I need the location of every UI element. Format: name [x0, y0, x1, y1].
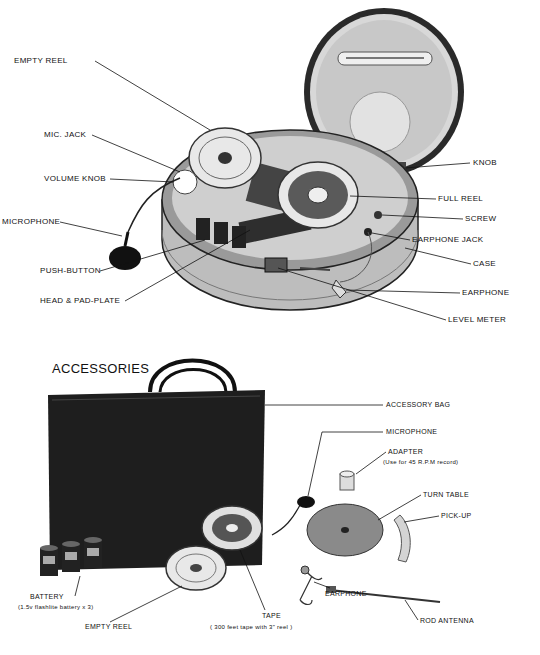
part-label: (1.5v flashlite battery x 3) [18, 604, 93, 610]
part-label: TAPE [262, 612, 281, 619]
leader-lines [60, 61, 471, 320]
part-label: MICROPHONE [2, 218, 60, 226]
part-label: CASE [473, 260, 496, 268]
tape-reels [173, 128, 358, 228]
part-label: VOLUME KNOB [44, 175, 106, 183]
part-label: PUSH-BUTTON [40, 267, 101, 275]
part-label: HEAD & PAD-PLATE [40, 297, 120, 305]
reels-accessory [166, 506, 262, 590]
part-label: EARPHONE JACK [412, 236, 483, 244]
part-label: EARPHONE [325, 590, 367, 597]
part-label: ADAPTER [388, 448, 423, 455]
microphone-earphone [109, 178, 372, 298]
part-label: MICROPHONE [386, 428, 437, 435]
part-label: FULL REEL [438, 195, 483, 203]
part-label: KNOB [473, 159, 497, 167]
part-label: BATTERY [30, 593, 64, 600]
part-label: TURN TABLE [423, 491, 469, 498]
part-label: PICK-UP [441, 512, 472, 519]
part-label: EMPTY REEL [14, 57, 68, 65]
part-label: ( 300 feet tape with 3" reel ) [210, 624, 293, 630]
part-label: EARPHONE [462, 289, 509, 297]
part-label: (Use for 45 R.P.M record) [383, 459, 458, 465]
part-label: SCREW [465, 215, 496, 223]
leader-lines [75, 405, 439, 622]
part-label: LEVEL METER [448, 316, 506, 324]
part-label: ACCESSORY BAG [386, 401, 450, 408]
part-label: ROD ANTENNA [420, 617, 474, 624]
mic-turntable-antenna [272, 471, 440, 605]
part-label: MIC. JACK [44, 131, 86, 139]
part-label: EMPTY REEL [85, 623, 132, 630]
accessory-bag [48, 361, 265, 571]
part-label: ACCESSORIES [52, 362, 149, 375]
batteries [40, 537, 102, 576]
